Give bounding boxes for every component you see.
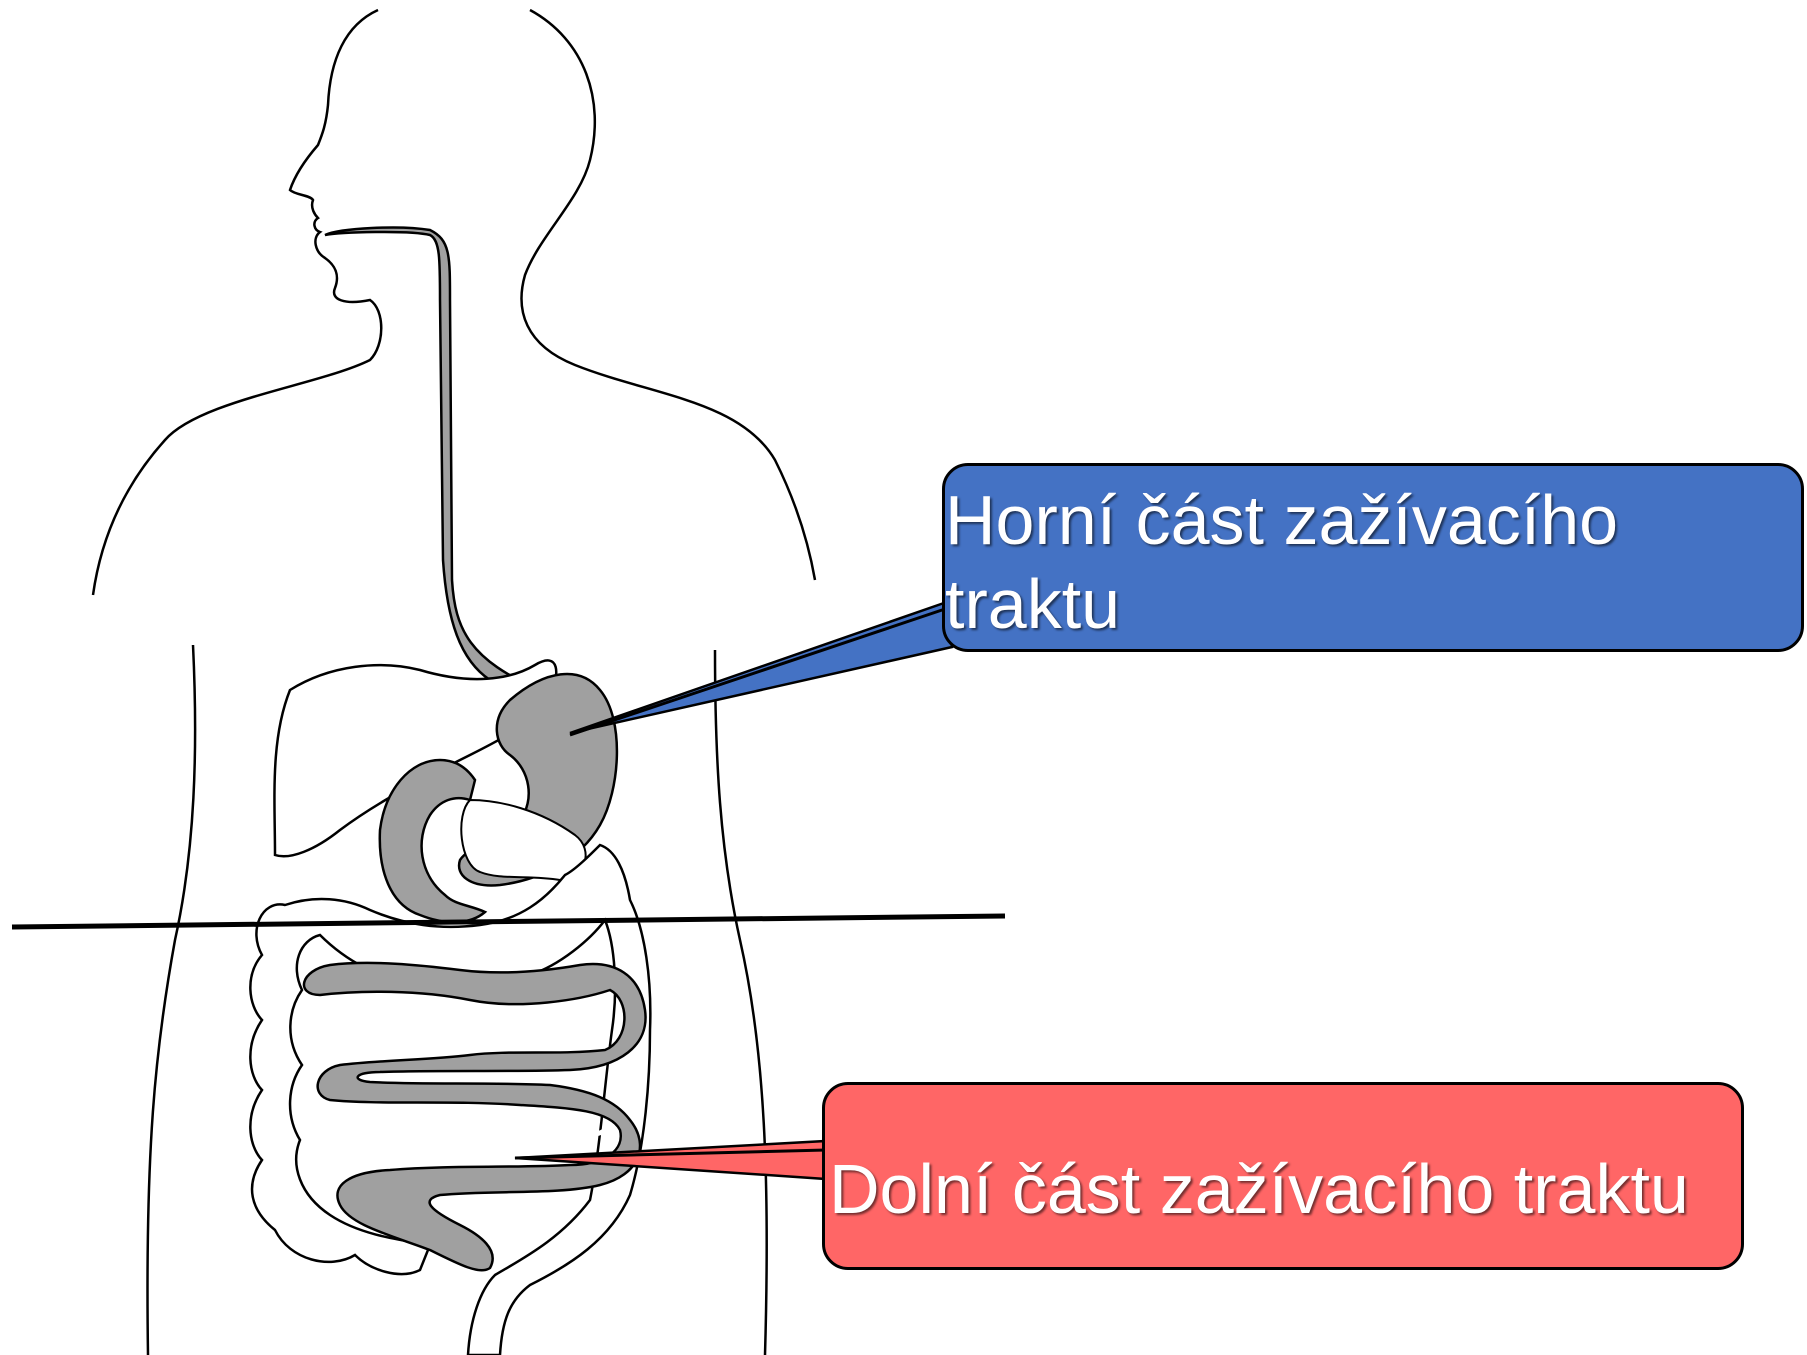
neck-back-outline: [522, 10, 815, 580]
upper-tract-callout: Horní část zažívacího traktu: [942, 463, 1804, 652]
small-intestine-inner-loop: [345, 1130, 605, 1140]
torso-right-outline: [715, 650, 767, 1355]
upper-callout-pointer: [570, 603, 952, 733]
head-outline: [93, 10, 381, 595]
upper-callout-leader: [570, 608, 948, 735]
lower-tract-label: Dolní část zažívacího traktu: [829, 1150, 1689, 1228]
small-intestine-inner-loop: [335, 1018, 600, 1028]
lower-tract-callout: Dolní část zažívacího traktu: [822, 1082, 1744, 1270]
upper-tract-label: Horní část zažívacího traktu: [945, 481, 1618, 643]
torso-left-outline: [147, 645, 195, 1355]
esophagus: [325, 228, 540, 700]
